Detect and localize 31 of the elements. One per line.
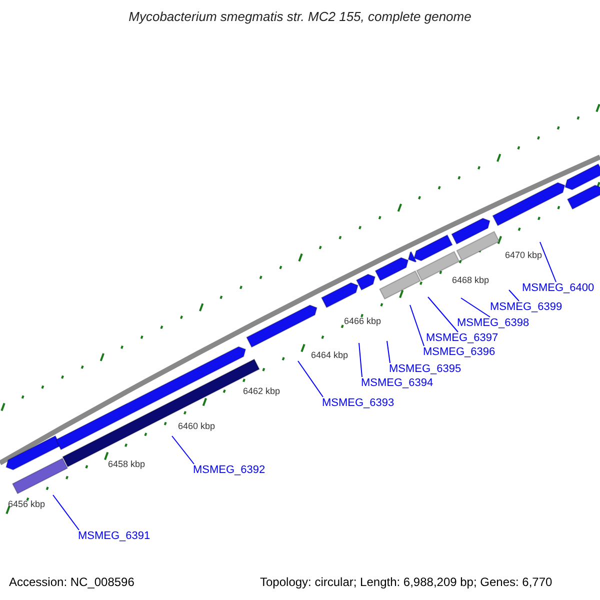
leader-line	[172, 436, 194, 464]
gene-label: MSMEG_6400	[522, 282, 594, 295]
leader-line	[410, 304, 424, 346]
gene-label: MSMEG_6396	[423, 346, 496, 359]
leader-line	[508, 290, 520, 302]
scale-label: 6458 kbp	[108, 459, 146, 470]
scale-label: 6466 kbp	[344, 316, 382, 327]
leader-line	[298, 360, 324, 398]
scale-label: 6468 kbp	[452, 275, 490, 286]
leader-line	[428, 296, 458, 332]
leader-line	[540, 242, 556, 282]
scale-label: 6464 kbp	[311, 350, 348, 361]
title: Mycobacterium smegmatis str. MC2 155, complete genome	[128, 9, 472, 25]
gene-label: MSMEG_6398	[457, 317, 530, 330]
leader-line	[386, 340, 390, 364]
scale-label: 6462 kbp	[243, 386, 280, 397]
gene-label: MSMEG_6397	[426, 332, 498, 345]
gene-label: MSMEG_6392	[193, 464, 266, 477]
footer-text: Accession: NC_008596	[9, 575, 134, 589]
leader-line	[460, 298, 490, 318]
scale-label: 6460 kbp	[178, 421, 216, 432]
scale-label: 6456 kbp	[8, 499, 46, 510]
leader-line	[52, 494, 80, 530]
leader-line	[358, 342, 362, 378]
footer-text: Topology: circular; Length: 6,988,209 bp; Genes: 6,770	[260, 575, 552, 589]
scale-label: 6470 kbp	[505, 250, 542, 261]
gene-label: MSMEG_6393	[322, 397, 394, 410]
gene-label: MSMEG_6399	[490, 301, 562, 314]
gene-label: MSMEG_6394	[361, 377, 434, 390]
gene-label: MSMEG_6391	[78, 530, 150, 543]
gene-label: MSMEG_6395	[389, 363, 462, 376]
